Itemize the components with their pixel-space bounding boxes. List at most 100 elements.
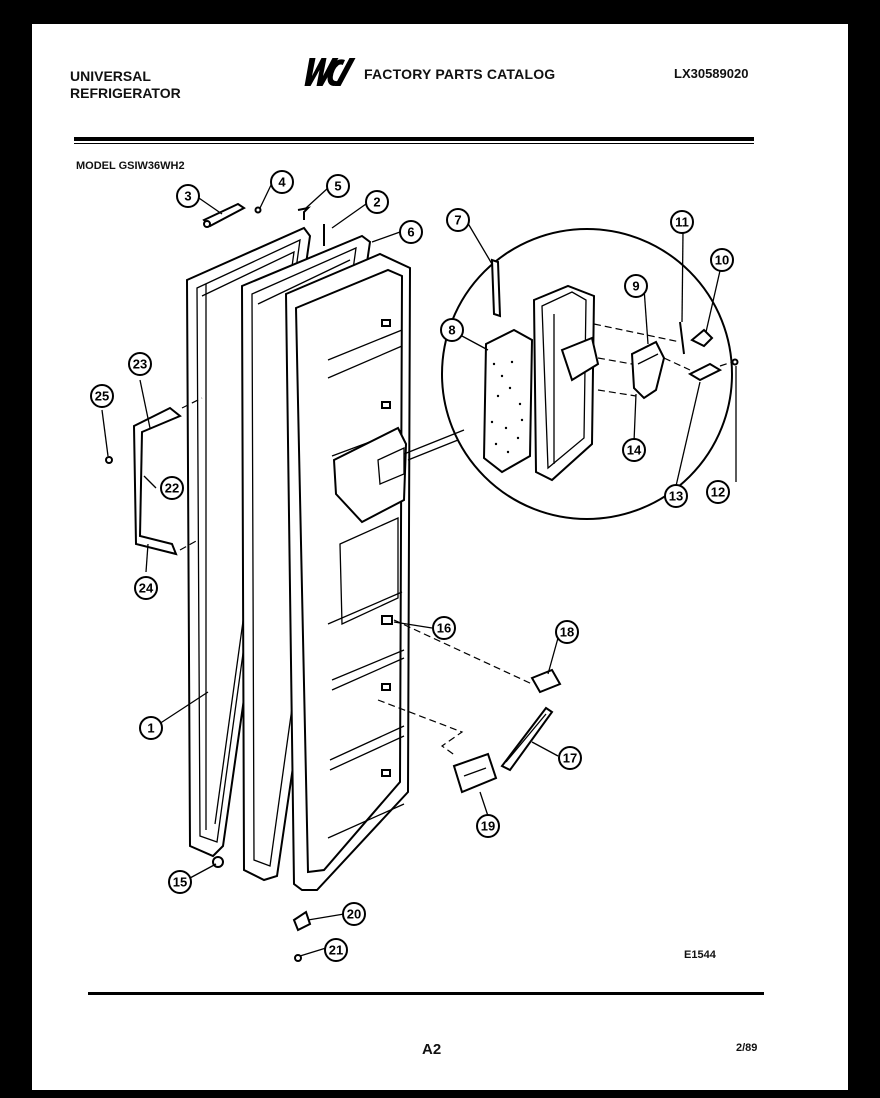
callout-circle	[558, 746, 582, 770]
callout-2: 2	[365, 190, 389, 214]
wci-logo	[304, 58, 356, 86]
callout-label: 8	[448, 323, 455, 338]
header-rule-thin	[74, 143, 754, 144]
callout-circle	[365, 190, 389, 214]
catalog-number: LX30589020	[674, 66, 749, 81]
callout-7: 7	[446, 208, 470, 232]
callout-circle	[168, 870, 192, 894]
callout-label: 23	[133, 357, 147, 372]
exploded-parts-diagram: 1234567891011121314151617181920212223242…	[90, 170, 739, 962]
callout-label: 10	[715, 253, 729, 268]
catalog-sheet: UNIVERSAL REFRIGERATOR FACTORY PARTS CAT…	[32, 24, 848, 1090]
callout-circle	[670, 210, 694, 234]
callout-circle	[90, 384, 114, 408]
callout-circle	[622, 438, 646, 462]
callout-24: 24	[134, 576, 158, 600]
callout-circle	[706, 480, 730, 504]
brand-name: UNIVERSAL REFRIGERATOR	[70, 68, 181, 102]
callout-20: 20	[342, 902, 366, 926]
callout-19: 19	[476, 814, 500, 838]
callout-label: 11	[675, 215, 689, 230]
callout-label: 5	[334, 179, 341, 194]
shelf-hardware	[377, 619, 562, 794]
hinge-bracket	[292, 910, 312, 932]
callout-circle	[342, 902, 366, 926]
callout-circle	[128, 352, 152, 376]
callout-21: 21	[324, 938, 348, 962]
callout-25: 25	[90, 384, 114, 408]
callout-label: 6	[407, 225, 414, 240]
callout-label: 3	[184, 189, 191, 204]
page-number: A2	[422, 1041, 442, 1058]
callout-12: 12	[706, 480, 730, 504]
callout-1: 1	[139, 716, 163, 740]
callout-9: 9	[624, 274, 648, 298]
callout-circle	[624, 274, 648, 298]
callout-label: 12	[711, 485, 725, 500]
callout-circle	[160, 476, 184, 500]
callout-22: 22	[160, 476, 184, 500]
callout-circle	[139, 716, 163, 740]
callout-circle	[432, 616, 456, 640]
model-number: MODEL GSIW36WH2	[76, 160, 185, 172]
callout-circle	[134, 576, 158, 600]
callout-circle	[399, 220, 423, 244]
callout-label: 1	[147, 721, 154, 736]
revision-date: 2/89	[736, 1042, 758, 1054]
callout-circle	[326, 174, 350, 198]
callout-label: 7	[454, 213, 461, 228]
callout-10: 10	[710, 248, 734, 272]
callout-label: 15	[173, 875, 187, 890]
callout-label: 21	[329, 943, 343, 958]
callout-circle	[555, 620, 579, 644]
callout-label: 25	[95, 389, 109, 404]
callout-6: 6	[399, 220, 423, 244]
callout-label: 9	[632, 279, 639, 294]
hinge-screw	[294, 954, 302, 962]
callout-label: 2	[373, 195, 380, 210]
callout-label: 4	[278, 175, 286, 190]
callout-label: 18	[560, 625, 574, 640]
header-rule	[74, 137, 754, 141]
door-top-cap	[202, 202, 246, 228]
callout-label: 13	[669, 489, 683, 504]
callout-circle	[710, 248, 734, 272]
drawing-code: E1544	[684, 949, 716, 961]
callout-label: 20	[347, 907, 361, 922]
callout-11: 11	[670, 210, 694, 234]
detail-view-circle	[403, 228, 739, 520]
leader-lines	[101, 182, 737, 957]
callout-label: 24	[139, 581, 154, 596]
callout-17: 17	[558, 746, 582, 770]
callout-circle	[270, 170, 294, 194]
screw-4	[254, 206, 262, 214]
callout-16: 16	[432, 616, 456, 640]
brand-line-2: REFRIGERATOR	[70, 85, 181, 101]
callout-circle	[476, 814, 500, 838]
callout-label: 19	[481, 819, 495, 834]
callout-5: 5	[326, 174, 350, 198]
door-handle	[105, 397, 203, 556]
door-liner	[284, 252, 412, 891]
brand-line-1: UNIVERSAL	[70, 68, 151, 84]
callout-circle	[176, 184, 200, 208]
callout-14: 14	[622, 438, 646, 462]
footer-rule	[88, 992, 764, 995]
callout-18: 18	[555, 620, 579, 644]
catalog-title: FACTORY PARTS CATALOG	[364, 66, 556, 82]
callout-circle	[664, 484, 688, 508]
callout-13: 13	[664, 484, 688, 508]
callout-15: 15	[168, 870, 192, 894]
callout-label: 17	[563, 751, 577, 766]
callout-label: 22	[165, 481, 179, 496]
screw-5	[297, 206, 312, 220]
callout-8: 8	[440, 318, 464, 342]
callout-3: 3	[176, 184, 200, 208]
callout-circle	[440, 318, 464, 342]
callout-23: 23	[128, 352, 152, 376]
callout-label: 14	[627, 443, 642, 458]
callout-circle	[446, 208, 470, 232]
callout-4: 4	[270, 170, 294, 194]
callout-circle	[324, 938, 348, 962]
callout-label: 16	[437, 621, 451, 636]
